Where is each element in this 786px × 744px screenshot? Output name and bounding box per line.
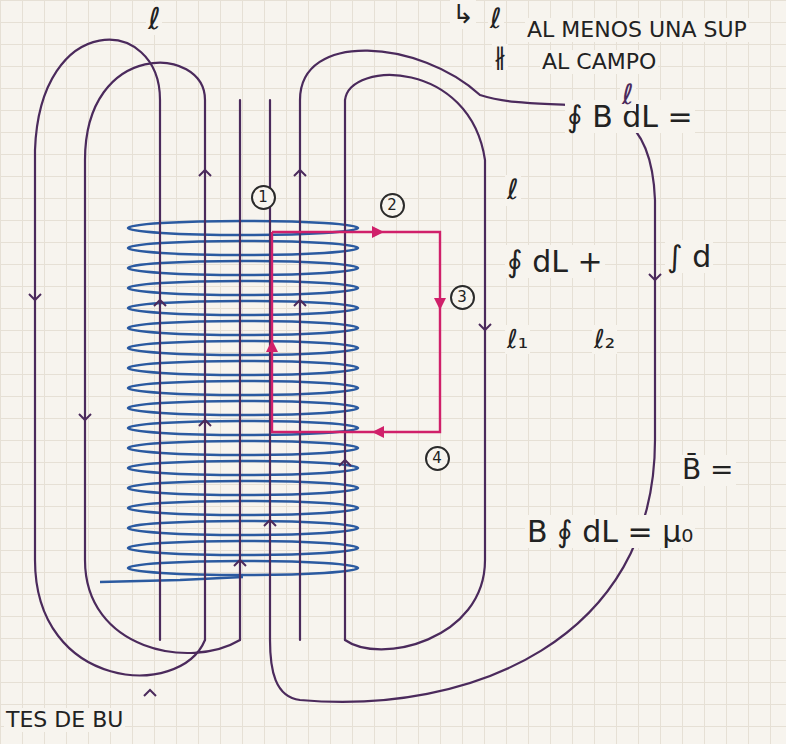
field-arrow: [339, 460, 351, 466]
field-line: [204, 100, 206, 640]
loop-path: [272, 232, 440, 432]
coil-turn: [128, 341, 358, 355]
coil-turn: [128, 361, 358, 375]
field-arrow: [154, 300, 166, 306]
callout-number: 2: [387, 198, 397, 213]
coil-turn: [128, 281, 358, 295]
coil-turn: [128, 441, 358, 455]
note-text: ℓ₁: [505, 325, 530, 354]
note-text: B ∮ dL = μ₀: [525, 515, 695, 548]
field-arrow: [29, 294, 41, 300]
field-arrow: [294, 170, 306, 176]
field-arrow: [649, 274, 661, 280]
callout-circle: 1: [251, 185, 276, 210]
coil-turn: [128, 321, 358, 335]
coil-turn: [128, 461, 358, 475]
callout-number: 4: [432, 451, 442, 466]
callout-circle: 4: [425, 446, 450, 471]
field-arrow: [199, 170, 211, 176]
field-arrow: [234, 560, 246, 566]
coil-turn: [128, 481, 358, 495]
field-line: [269, 100, 271, 640]
note-text: ℓ: [488, 4, 504, 35]
note-text: ∮ dL +: [505, 245, 605, 278]
field-arrow: [294, 300, 306, 306]
coil-turn: [128, 541, 358, 555]
note-text: ↳: [450, 0, 476, 29]
loop-arrowhead: [372, 226, 384, 238]
note-text: AL CAMPO: [540, 50, 658, 74]
field-line: [270, 51, 655, 702]
coil-turn: [128, 261, 358, 275]
coil-turn: [128, 241, 358, 255]
note-text: ℓ₂: [592, 325, 617, 354]
note-text: ℓ: [146, 2, 162, 35]
note-text: ∫ d: [665, 240, 713, 273]
coil-lead: [100, 577, 243, 582]
note-text: AL MENOS UNA SUP: [525, 18, 749, 42]
field-arrow: [144, 690, 156, 696]
callout-circle: 3: [450, 285, 475, 310]
coil-turn: [128, 401, 358, 415]
field-line: [345, 75, 485, 649]
loop-arrowhead: [434, 298, 446, 310]
field-line: [344, 100, 346, 640]
solenoid-coils: [100, 221, 358, 582]
note-text: TES DE BU: [4, 708, 125, 732]
coil-turn: [128, 301, 358, 315]
coil-turn: [128, 381, 358, 395]
callout-number: 1: [258, 190, 268, 205]
loop-arrowhead: [372, 426, 384, 438]
field-arrow: [264, 520, 276, 526]
note-text: B̄ =: [680, 455, 736, 486]
field-lines: [35, 40, 655, 702]
ampere-loop: [266, 226, 446, 438]
field-line: [85, 63, 240, 653]
note-text: ℓ: [620, 80, 636, 111]
loop-arrowhead: [266, 340, 278, 352]
coil-turn: [128, 521, 358, 535]
callout-number: 3: [457, 290, 467, 305]
note-text: ∦: [492, 44, 508, 70]
coil-turn: [128, 561, 358, 575]
field-arrow: [79, 414, 91, 420]
field-line: [35, 40, 205, 676]
field-arrows: [29, 170, 661, 696]
field-arrow: [479, 324, 491, 330]
coil-turn: [128, 501, 358, 515]
note-text: ℓ: [505, 175, 521, 206]
field-arrow: [199, 420, 211, 426]
callout-circle: 2: [380, 193, 405, 218]
field-line: [159, 100, 161, 640]
field-line: [299, 100, 301, 640]
